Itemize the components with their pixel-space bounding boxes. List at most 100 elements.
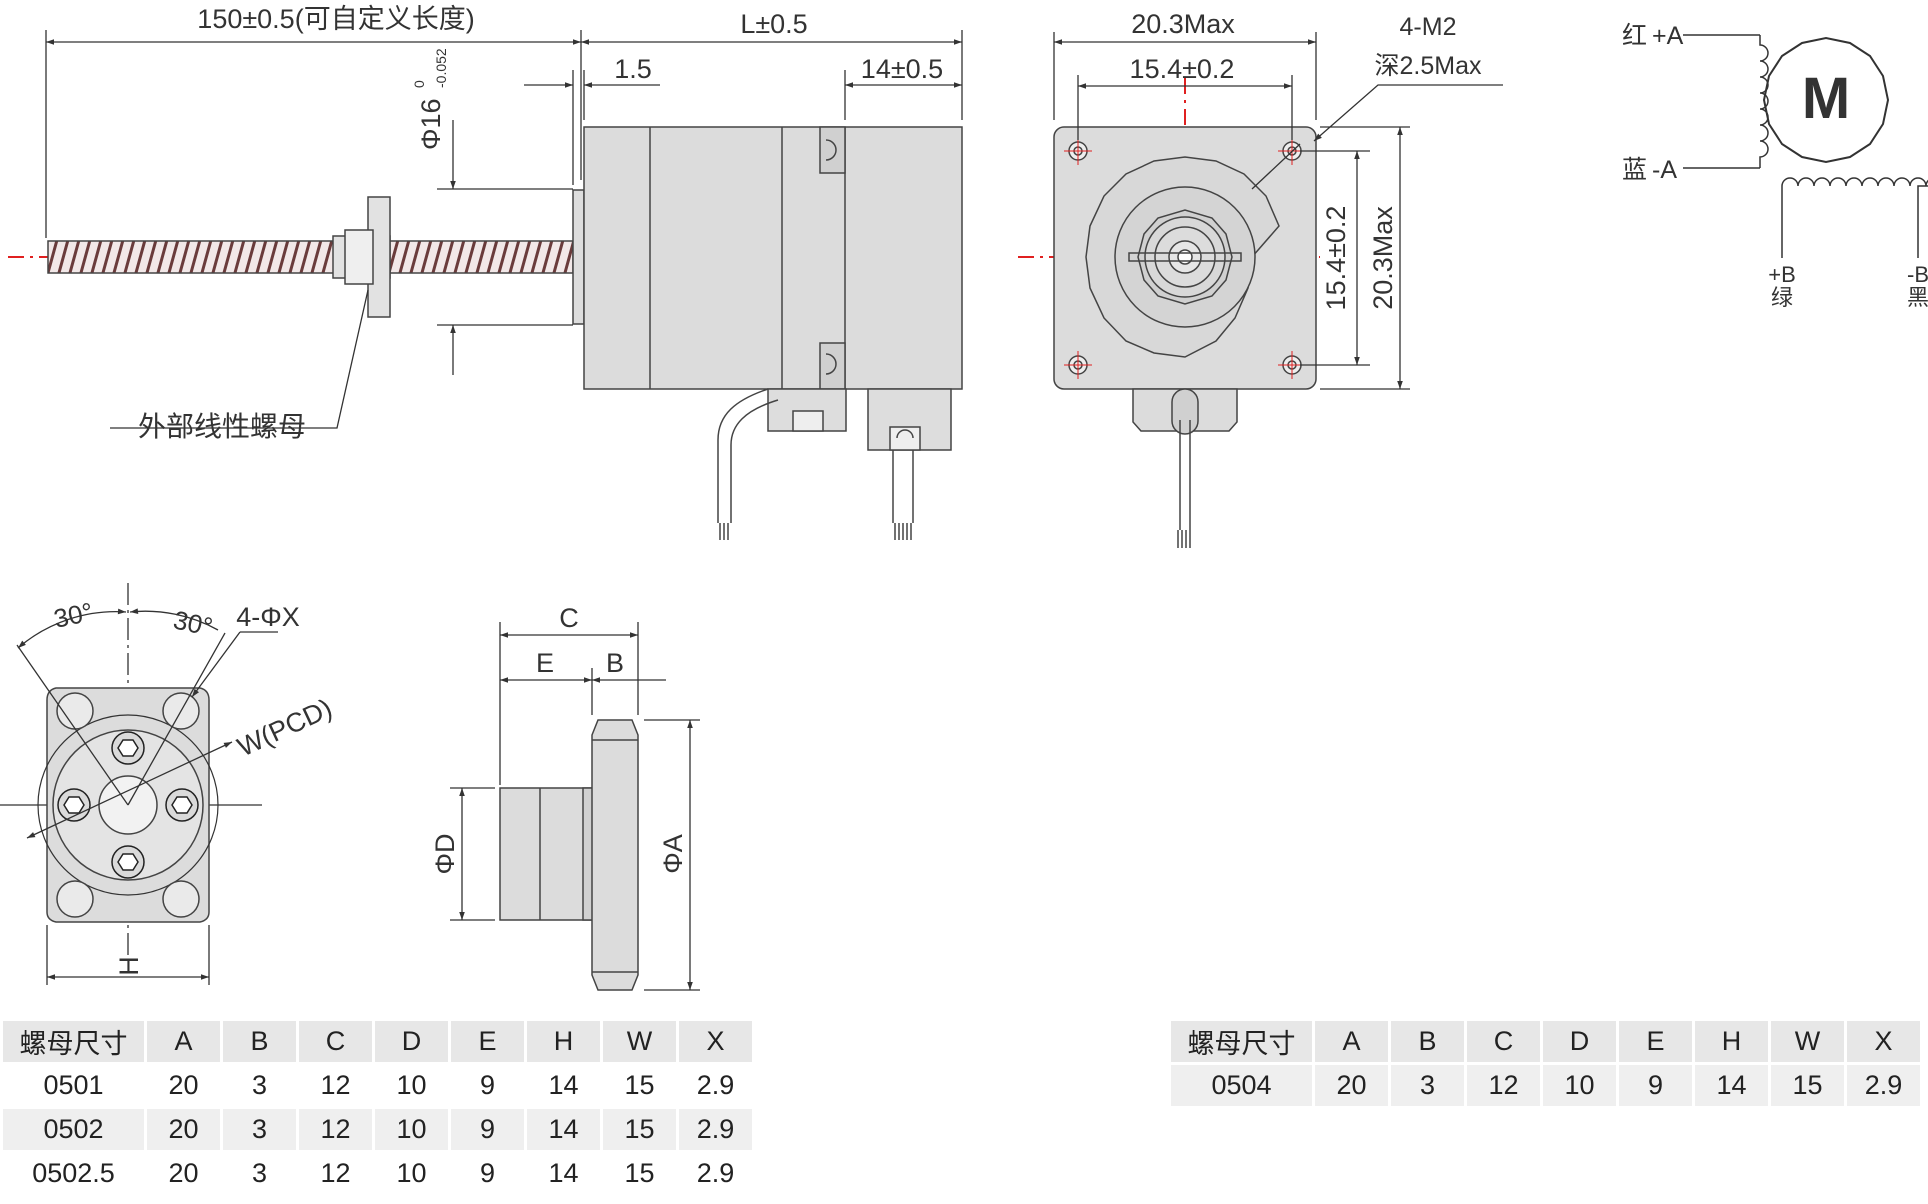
table-cell: 20 xyxy=(147,1109,220,1150)
table-row: 0502 20 3 12 10 9 14 15 2.9 xyxy=(3,1109,752,1150)
dim-height-max: 20.3Max xyxy=(1368,206,1398,310)
dim-flange-thickness: 1.5 xyxy=(614,54,652,84)
table-cell: 0502 xyxy=(3,1109,144,1150)
wire-green-label: 绿 xyxy=(1771,285,1793,310)
table-cell: 0501 xyxy=(3,1065,144,1106)
dim-height-pitch: 15.4±0.2 xyxy=(1321,206,1351,311)
motor-flange xyxy=(572,189,585,325)
svg-text:Φ16: Φ16 xyxy=(416,98,446,150)
table-cell: 12 xyxy=(299,1153,372,1194)
table-cell: 3 xyxy=(1391,1065,1464,1106)
nut-flange xyxy=(591,719,639,991)
table-cell: 15 xyxy=(1771,1065,1844,1106)
nut-label: 外部线性螺母 xyxy=(138,411,306,442)
table-cell: 10 xyxy=(375,1109,448,1150)
table-cell: 0502.5 xyxy=(3,1153,144,1194)
table-cell: 20 xyxy=(1315,1065,1388,1106)
motor-body xyxy=(583,126,963,390)
dim-pilot-diameter: Φ16 0 -0.052 xyxy=(411,48,449,150)
table-cell: 12 xyxy=(299,1109,372,1150)
table-header: X xyxy=(679,1021,752,1062)
table-header: H xyxy=(1695,1021,1768,1062)
table-cell: 15 xyxy=(603,1109,676,1150)
table-cell: 10 xyxy=(1543,1065,1616,1106)
table-cell: 2.9 xyxy=(1847,1065,1920,1106)
table-cell: 10 xyxy=(375,1153,448,1194)
table-cell: 14 xyxy=(527,1109,600,1150)
cable-boss xyxy=(767,388,952,451)
wire-plus-b-label: +B xyxy=(1768,262,1796,287)
table-cell: 10 xyxy=(375,1065,448,1106)
table-cell: 2.9 xyxy=(679,1153,752,1194)
table-row: 0501 20 3 12 10 9 14 15 2.9 xyxy=(3,1065,752,1106)
table-cell: 2.9 xyxy=(679,1065,752,1106)
table-header: X xyxy=(1847,1021,1920,1062)
svg-text:-0.052: -0.052 xyxy=(433,48,449,88)
table-cell: 14 xyxy=(527,1065,600,1106)
table-cell: 0504 xyxy=(1171,1065,1312,1106)
wire-minus-b-label: -B xyxy=(1907,262,1928,287)
nut-size-table-left: 螺母尺寸 A B C D E H W X 0501 20 3 12 10 9 1… xyxy=(0,1018,755,1197)
wire-blue-label: 蓝 xyxy=(1622,156,1647,184)
table-cell: 3 xyxy=(223,1065,296,1106)
table-cell: 20 xyxy=(147,1065,220,1106)
nut-front-view: 30° 30° 4-ΦX W(PCD) H xyxy=(0,583,337,985)
table-cell: 9 xyxy=(451,1153,524,1194)
table-row: 0504 20 3 12 10 9 14 15 2.9 xyxy=(1171,1065,1920,1106)
angle-left-label: 30° xyxy=(51,596,96,634)
lead-screw xyxy=(47,240,574,274)
table-header: W xyxy=(603,1021,676,1062)
table-cell: 15 xyxy=(603,1153,676,1194)
motor-cable xyxy=(717,388,914,540)
external-nut xyxy=(332,196,391,318)
nut-side-view: C E B ΦD ΦA xyxy=(430,603,700,991)
table-header: C xyxy=(299,1021,372,1062)
table-cell: 9 xyxy=(451,1109,524,1150)
dim-width-max: 20.3Max xyxy=(1131,9,1235,39)
table-header: B xyxy=(1391,1021,1464,1062)
dim-body-length: L±0.5 xyxy=(740,9,807,39)
wiring-diagram: 红 +A 蓝 -A M +B 绿 -B 黑 xyxy=(1622,22,1928,310)
table-header: H xyxy=(527,1021,600,1062)
side-view: 150±0.5(可自定义长度) L±0.5 1.5 14±0.5 Φ16 0 -… xyxy=(8,4,963,540)
dim-hole-pitch: 15.4±0.2 xyxy=(1130,54,1235,84)
wire-black-label: 黑 xyxy=(1907,285,1928,310)
dim-c-label: C xyxy=(559,603,579,633)
wire-red-label: 红 xyxy=(1622,22,1647,50)
angle-right-label: 30° xyxy=(171,605,216,643)
table-header: A xyxy=(147,1021,220,1062)
dim-h-label: H xyxy=(114,956,144,976)
table-cell: 2.9 xyxy=(679,1109,752,1150)
table-cell: 9 xyxy=(1619,1065,1692,1106)
svg-text:0: 0 xyxy=(411,80,427,88)
table-cell: 3 xyxy=(223,1109,296,1150)
table-header: 螺母尺寸 xyxy=(3,1021,144,1062)
table-cell: 12 xyxy=(299,1065,372,1106)
table-header: B xyxy=(223,1021,296,1062)
hole-depth-callout: 深2.5Max xyxy=(1375,52,1482,80)
table-header: C xyxy=(1467,1021,1540,1062)
motor-symbol xyxy=(1762,36,1890,164)
table-row: 0502.5 20 3 12 10 9 14 15 2.9 xyxy=(3,1153,752,1194)
wire-plus-a-label: +A xyxy=(1652,22,1684,50)
hole-callout: 4-M2 xyxy=(1400,13,1457,41)
table-header: D xyxy=(1543,1021,1616,1062)
wire-minus-a-label: -A xyxy=(1652,156,1677,184)
front-view: 20.3Max 15.4±0.2 15.4±0.2 20.3Max 4-M2 深… xyxy=(1018,9,1503,548)
dim-a-label: ΦA xyxy=(658,834,688,874)
motor-label: M xyxy=(1802,66,1850,131)
nut-size-table-right: 螺母尺寸 A B C D E H W X 0504 20 3 12 10 9 1… xyxy=(1168,1018,1923,1109)
table-cell: 20 xyxy=(147,1153,220,1194)
table-header: A xyxy=(1315,1021,1388,1062)
table-header: E xyxy=(1619,1021,1692,1062)
table-cell: 9 xyxy=(451,1065,524,1106)
table-header: W xyxy=(1771,1021,1844,1062)
dim-total-length: 150±0.5(可自定义长度) xyxy=(197,4,474,34)
table-cell: 14 xyxy=(1695,1065,1768,1106)
table-header: E xyxy=(451,1021,524,1062)
dim-b-label: B xyxy=(606,648,624,678)
dim-rear-length: 14±0.5 xyxy=(861,54,943,84)
nut-mount-hole xyxy=(56,692,200,918)
table-cell: 12 xyxy=(1467,1065,1540,1106)
